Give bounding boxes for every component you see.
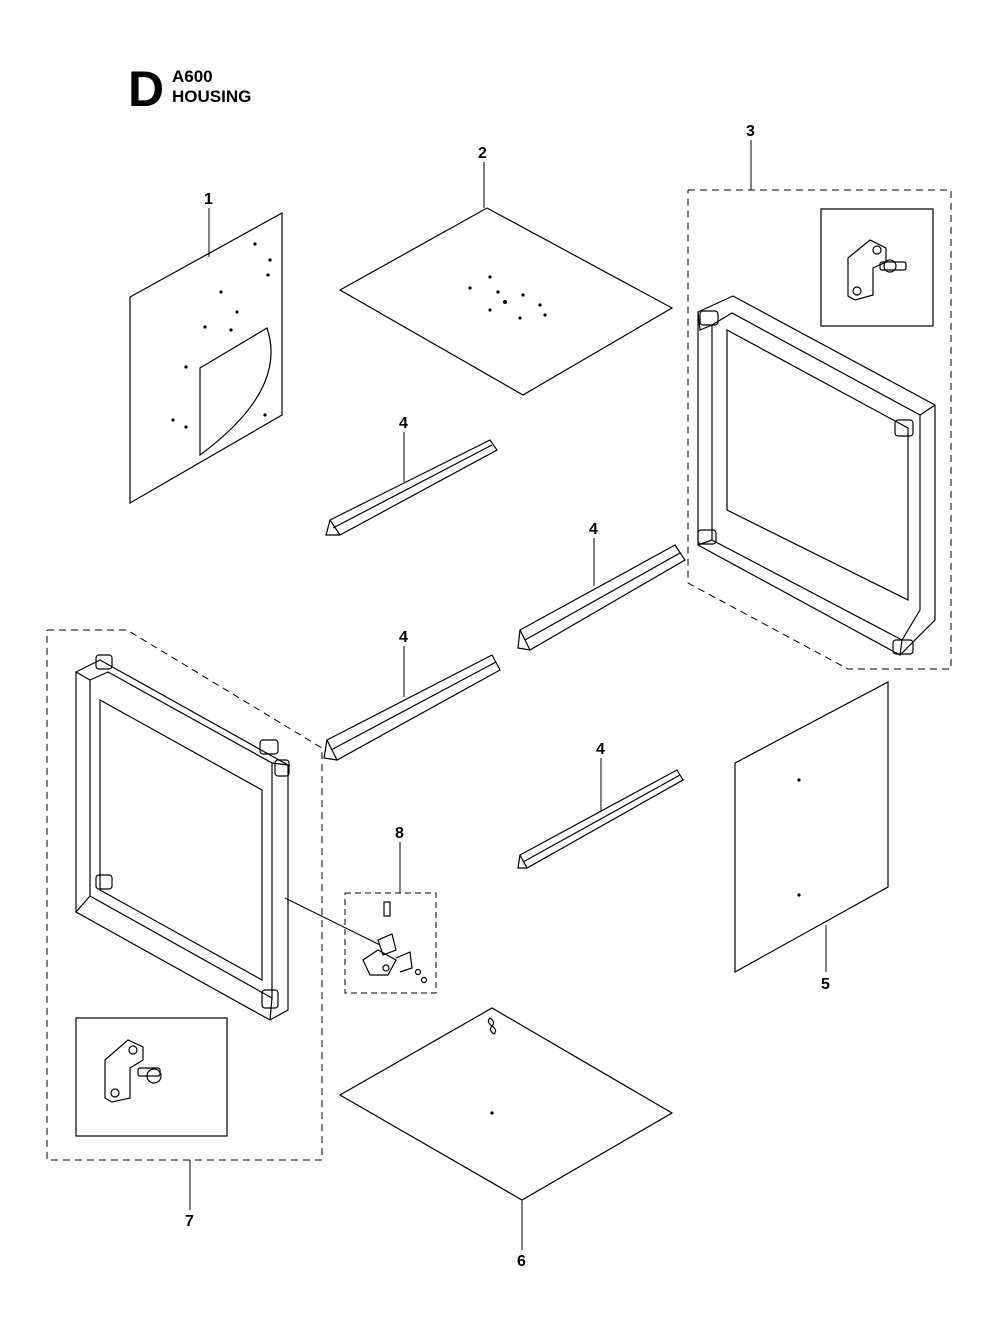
part-4-rail-a — [325, 439, 498, 536]
callout-6: 6 — [517, 1253, 526, 1270]
model-code: A600 — [172, 67, 213, 86]
callout-1: 1 — [204, 191, 213, 208]
callout-4b: 4 — [589, 521, 598, 538]
part-5-back-panel — [734, 681, 889, 974]
part-7-bracket-detail — [75, 1017, 228, 1137]
part-3-frame-assembly — [687, 189, 952, 670]
part-3-bracket-detail — [820, 208, 934, 327]
part-7-frame — [75, 654, 290, 1021]
part-4-rail-b — [517, 544, 686, 651]
part-3-frame — [697, 295, 936, 656]
part-4-rail-d — [517, 769, 684, 869]
part-4-rail-c — [323, 654, 501, 761]
leader-lines — [189, 140, 827, 1250]
callout-2: 2 — [478, 145, 487, 162]
callout-4d: 4 — [596, 741, 605, 758]
part-7-frame-assembly — [46, 629, 323, 1161]
section-title: HOUSING — [172, 87, 252, 106]
part-2-top-panel — [338, 207, 674, 396]
callout-5: 5 — [821, 976, 830, 993]
section-letter: D — [128, 61, 165, 117]
part-6-bottom-panel — [338, 1007, 674, 1201]
callout-8: 8 — [395, 825, 404, 842]
callout-4a: 4 — [399, 415, 408, 432]
callout-4c: 4 — [399, 629, 408, 646]
part-8-latch-kit — [284, 892, 437, 994]
part-1-side-panel — [129, 211, 283, 505]
callout-labels: 1 2 3 4 4 4 4 8 5 6 7 — [185, 123, 830, 1270]
callout-3: 3 — [746, 123, 755, 140]
callout-7: 7 — [185, 1213, 194, 1230]
